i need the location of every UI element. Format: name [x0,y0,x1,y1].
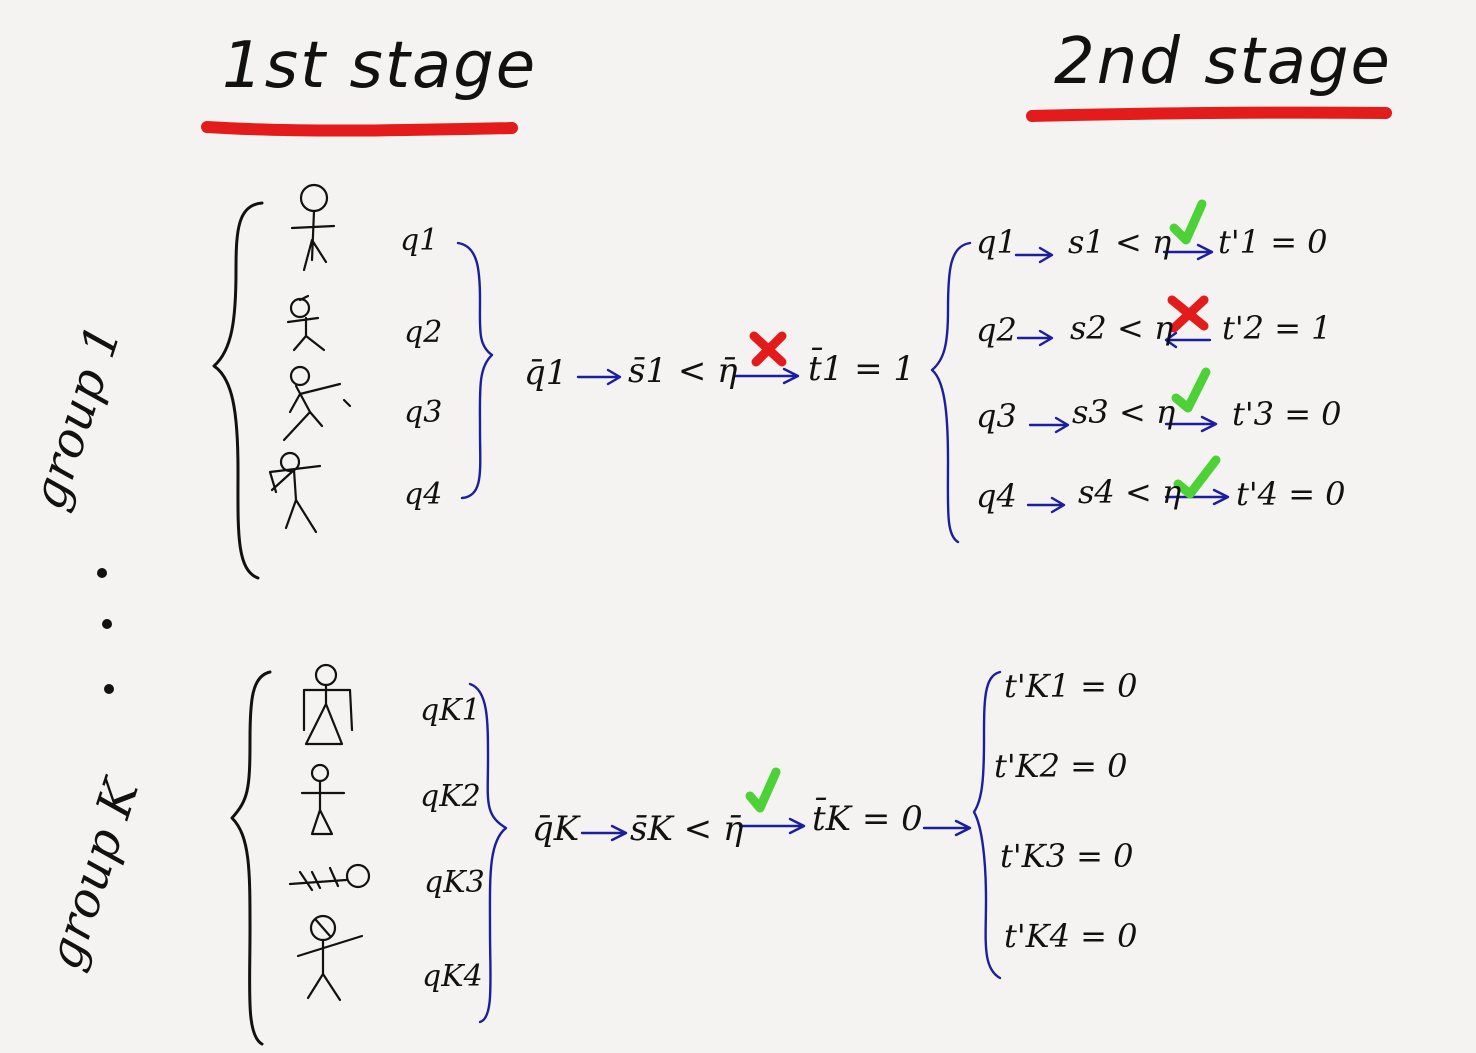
arrow [1028,416,1070,434]
stick-figure-icon [286,294,326,352]
stage2-result: t'2 = 1 [1222,309,1332,347]
stage2-test: s1 < η [1068,223,1172,261]
check-icon [1171,367,1211,413]
groupK-brace [230,670,272,1046]
stage2-result: t'K4 = 0 [1004,917,1138,955]
check-icon [1173,455,1221,499]
group1-stage2-brace [930,241,972,544]
stick-figure-icon [296,914,364,1002]
check-icon [745,767,781,813]
arrow [1014,246,1054,264]
cross-icon [749,331,787,367]
group1-blue-brace [456,241,494,500]
stage2-q: q3 [976,397,1017,435]
stage2-q: q1 [976,223,1017,261]
member-label: q2 [404,315,443,350]
group-result: t̄1 = 1 [808,349,916,389]
arrow [1164,488,1230,506]
groupK-blue-brace [468,682,508,1024]
member-label: qK3 [424,865,485,900]
stage2-result: t'K3 = 0 [1000,837,1134,875]
group-test: s̄1 < η̄ [628,351,738,391]
member-label: qK1 [420,693,481,728]
arrow [922,819,972,837]
stick-figure-icon [302,663,354,746]
stage2-result: t'1 = 0 [1218,223,1328,261]
member-label: q4 [404,477,443,512]
arrow [576,368,622,386]
member-label: q3 [404,395,443,430]
stage2-title: 2nd stage [1054,25,1392,99]
stage2-result: t'3 = 0 [1232,395,1342,433]
arrow [738,817,806,835]
stage2-q: q4 [976,477,1017,515]
stage2-underline [1026,106,1392,122]
groupK-stage2-brace [972,670,1002,980]
stage2-result: t'K2 = 0 [994,747,1128,785]
group-result: t̄K = 0 [812,799,923,839]
stage2-result: t'K1 = 0 [1004,667,1138,705]
group-mean: q̄1 [524,353,568,393]
stage2-test: s4 < η [1078,473,1182,511]
stage2-q: q2 [976,311,1017,349]
member-label: q1 [400,223,439,258]
arrow [580,824,628,842]
arrow [1026,496,1066,514]
stage2-test: s2 < η [1070,309,1174,347]
stick-figure-icon [282,365,352,442]
stage2-test: s3 < η [1072,393,1176,431]
stage1-title: 1st stage [222,29,538,103]
member-label: qK4 [422,959,483,994]
arrow [732,367,800,385]
arrow [1162,243,1214,261]
member-label: qK2 [420,779,481,814]
stick-figure-icon [288,863,371,892]
check-icon [1169,199,1207,245]
stick-figure-icon [290,183,336,272]
group1-brace [212,201,264,580]
stick-figure-icon [300,763,346,836]
group-mean: q̄K [532,809,580,849]
stage2-result: t'4 = 0 [1236,475,1346,513]
arrow [1164,331,1212,349]
arrow [1164,415,1218,433]
cross-icon [1167,295,1209,333]
group-test: s̄K < η̄ [630,809,744,849]
arrow [1016,329,1054,347]
stick-figure-icon [268,451,322,534]
stage1-underline [201,121,518,137]
ellipsis-dots-icon [97,568,114,694]
